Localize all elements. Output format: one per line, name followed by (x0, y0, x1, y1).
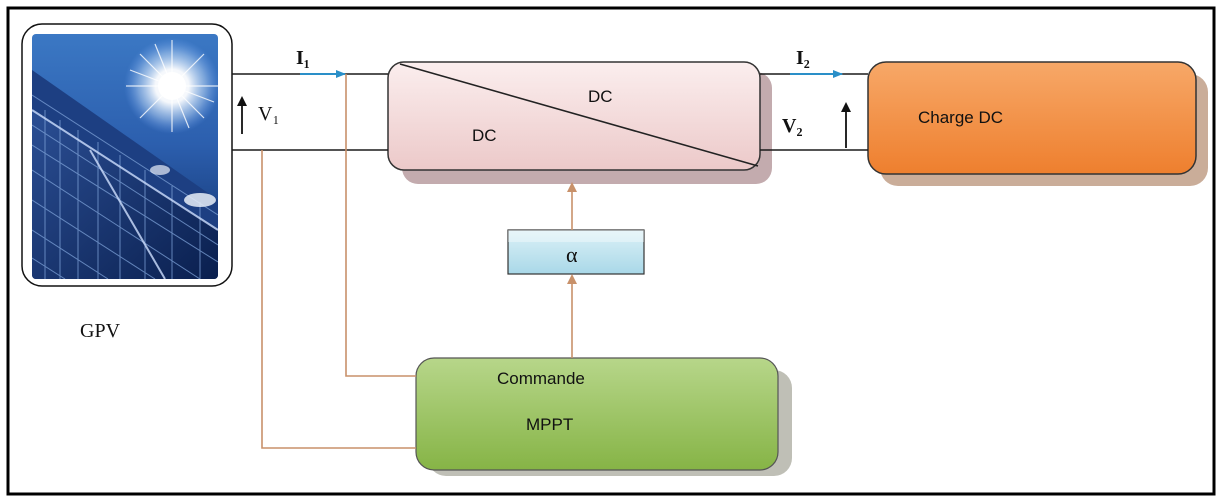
voltage-v1-arrow (237, 96, 247, 134)
charge-dc-block: Charge DC (867, 61, 1208, 186)
dc-dc-converter: DC DC (387, 61, 772, 184)
converter-diagonal (399, 63, 759, 167)
v2-label: V₂ (782, 115, 802, 137)
converter-input-label: DC (472, 126, 497, 145)
alpha-label: α (566, 242, 578, 267)
mppt-label-line2: MPPT (526, 415, 573, 434)
sun-icon (124, 38, 218, 134)
charge-dc-label: Charge DC (918, 108, 1003, 127)
i1-label: I₁ (296, 47, 310, 69)
voltage-v2-arrow (841, 102, 851, 148)
converter-output-label: DC (588, 87, 613, 106)
mppt-label-line1: Commande (497, 369, 585, 388)
i2-label: I₂ (796, 47, 810, 69)
alpha-block: α (507, 229, 645, 275)
v1-label: V₁ (258, 103, 279, 125)
outer-frame (6, 6, 1216, 496)
mppt-control-block: Commande MPPT (415, 357, 792, 476)
solar-panel-icon (21, 23, 233, 287)
gpv-label: GPV (80, 320, 121, 342)
control-wires (261, 74, 416, 449)
